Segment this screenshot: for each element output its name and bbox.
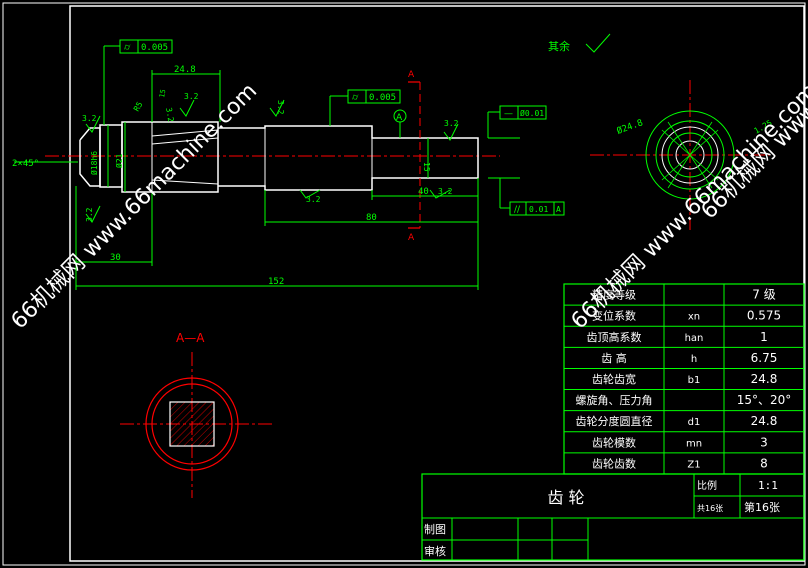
straightness-symbol-icon: — [504, 109, 513, 119]
spec-label-cell: 齿轮分度圆直径 [576, 414, 653, 428]
roughness-value: 3.2 [444, 119, 459, 128]
rest-roughness-note: 其余 [548, 39, 570, 53]
spec-symbol-cell: h [691, 354, 697, 365]
dim-40: 40 [418, 187, 429, 197]
tolerance-value: Ø0.01 [520, 108, 544, 118]
roughness-value: 3.2 [438, 187, 453, 196]
spec-symbol-cell: Z1 [687, 459, 700, 470]
spec-symbol-cell: b1 [688, 375, 701, 386]
roughness-value: 3.2 [82, 114, 97, 123]
dim-r5: R5 [132, 100, 145, 113]
dim-dia-21: Ø21 [114, 153, 124, 168]
watermark-text: 66机械网 www.66machine.com [7, 79, 263, 335]
gear-helix-line [151, 129, 219, 137]
shaft-main-view: A A [12, 33, 611, 290]
section-arrow-label: A [408, 70, 415, 80]
spec-value-cell: 7 级 [752, 288, 775, 302]
shaft-gear-segment [121, 121, 219, 193]
spec-label-cell: 精度等级 [592, 288, 636, 302]
root-circle [667, 132, 713, 178]
spec-value-cell: 3 [760, 435, 768, 449]
spec-label-cell: 齿 高 [601, 351, 627, 365]
drawn-by-label: 制图 [424, 523, 446, 536]
checked-by-label: 审核 [424, 544, 446, 558]
scale-value: 1:1 [758, 479, 778, 492]
gear-helix-line [151, 137, 219, 145]
dim-30: 30 [110, 253, 121, 263]
dim-80: 80 [366, 213, 377, 223]
spec-value-cell: 6.75 [751, 351, 778, 365]
dim-15: 15 [422, 162, 431, 172]
spec-value-cell: 15°、20° [737, 393, 792, 407]
spec-symbol-cell: xn [688, 312, 700, 323]
section-arrow-label: A [408, 233, 415, 243]
tolerance-value: 0.01 [529, 205, 548, 214]
spec-value-cell: 0.575 [747, 309, 781, 323]
dim-dia-24-8: Ø24.8 [615, 117, 644, 137]
spec-value-cell: 8 [760, 456, 768, 470]
tolerance-frames [119, 39, 565, 216]
spec-label-cell: 齿顶高系数 [587, 330, 642, 344]
roughness-value: 3.2 [164, 107, 175, 123]
dim-15-angle: 15 [158, 89, 167, 99]
outer-circle [645, 110, 735, 200]
title-block: 齿 轮 比例 1:1 共16张 第16张 制图 审核 [421, 473, 805, 561]
dim-dia-18: Ø18h6 [89, 151, 99, 175]
dim-chamfer: 2×45° [12, 159, 39, 169]
shaft-right-body [218, 125, 479, 191]
spec-label-cell: 齿轮齿数 [592, 456, 636, 470]
gear-circle [655, 120, 725, 190]
pitch-circle [661, 126, 719, 184]
spec-symbol-cell: han [685, 333, 704, 344]
cylindricity-symbol-icon: ⌭ [124, 43, 131, 53]
spec-label-cell: 螺旋角、压力角 [576, 393, 653, 407]
gear-helix-line [151, 179, 219, 185]
roughness-value: 3.2 [184, 92, 199, 101]
watermark: 66机械网 www.66machine.com 66机械网 www.66mach… [7, 40, 808, 334]
roughness-value: 3.2 [276, 100, 285, 115]
spec-symbol-cell: d1 [688, 417, 701, 428]
spec-value-cell: 24.8 [751, 372, 778, 386]
datum-label: A [396, 113, 403, 123]
dimension-lines [14, 45, 520, 290]
sheets-total: 共16张 [697, 504, 723, 513]
cylindricity-symbol-icon: ⌭ [352, 93, 359, 103]
dim-24-8: 24.8 [174, 65, 196, 75]
scale-label: 比例 [697, 479, 717, 492]
section-hatched-keyway [169, 401, 215, 447]
spec-label-cell: 变位系数 [592, 309, 636, 323]
parallel-symbol-icon: // [514, 205, 521, 215]
spec-symbol-cell: mn [686, 438, 702, 449]
spec-value-cell: 24.8 [751, 414, 778, 428]
dim-152: 152 [268, 277, 284, 287]
part-name: 齿 轮 [547, 488, 584, 507]
roughness-symbols [85, 33, 611, 223]
sheet-number: 第16张 [744, 500, 780, 514]
roughness-value: 3.2 [306, 195, 321, 204]
tolerance-value: 0.005 [369, 93, 396, 103]
tolerance-datum: A [556, 205, 561, 214]
section-a-a-view: A—A [120, 331, 272, 498]
tolerance-value: 0.005 [141, 43, 168, 53]
section-title: A—A [176, 331, 205, 345]
spec-label-cell: 齿轮模数 [592, 435, 636, 449]
roughness-value: 3.2 [85, 207, 94, 222]
spec-value-cell: 1 [760, 330, 768, 344]
bore-circle [675, 140, 705, 170]
gear-tooth-lines [661, 121, 719, 189]
spec-label-cell: 齿轮齿宽 [592, 372, 636, 386]
